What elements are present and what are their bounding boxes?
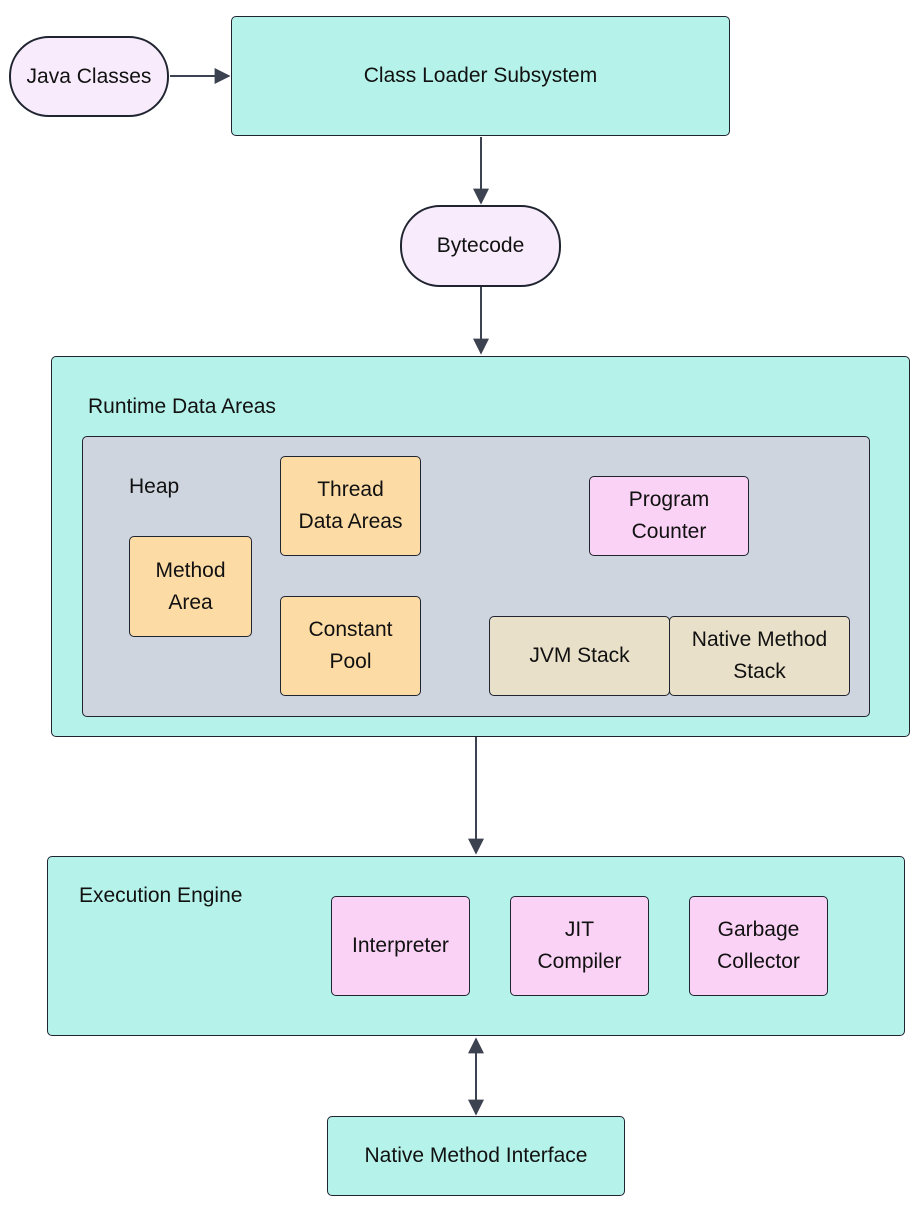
- garbage-collector-node: Garbage Collector: [689, 896, 828, 996]
- bytecode-node: Bytecode: [400, 205, 561, 287]
- execution-engine-title: Execution Engine: [79, 884, 243, 907]
- native-method-stack-node: Native Method Stack: [669, 616, 850, 696]
- native-method-interface-node: Native Method Interface: [327, 1116, 625, 1196]
- constant-pool-node: Constant Pool: [280, 596, 421, 696]
- java-classes-node: Java Classes: [9, 36, 169, 117]
- jvm-stack-node: JVM Stack: [489, 616, 670, 696]
- program-counter-node: Program Counter: [589, 476, 749, 556]
- jit-compiler-node: JIT Compiler: [510, 896, 649, 996]
- interpreter-node: Interpreter: [331, 896, 470, 996]
- thread-data-areas-node: Thread Data Areas: [280, 456, 421, 556]
- method-area-node: Method Area: [129, 536, 252, 637]
- heap-title: Heap: [129, 475, 180, 498]
- runtime-data-areas-title: Runtime Data Areas: [88, 395, 276, 418]
- class-loader-subsystem-node: Class Loader Subsystem: [231, 16, 730, 136]
